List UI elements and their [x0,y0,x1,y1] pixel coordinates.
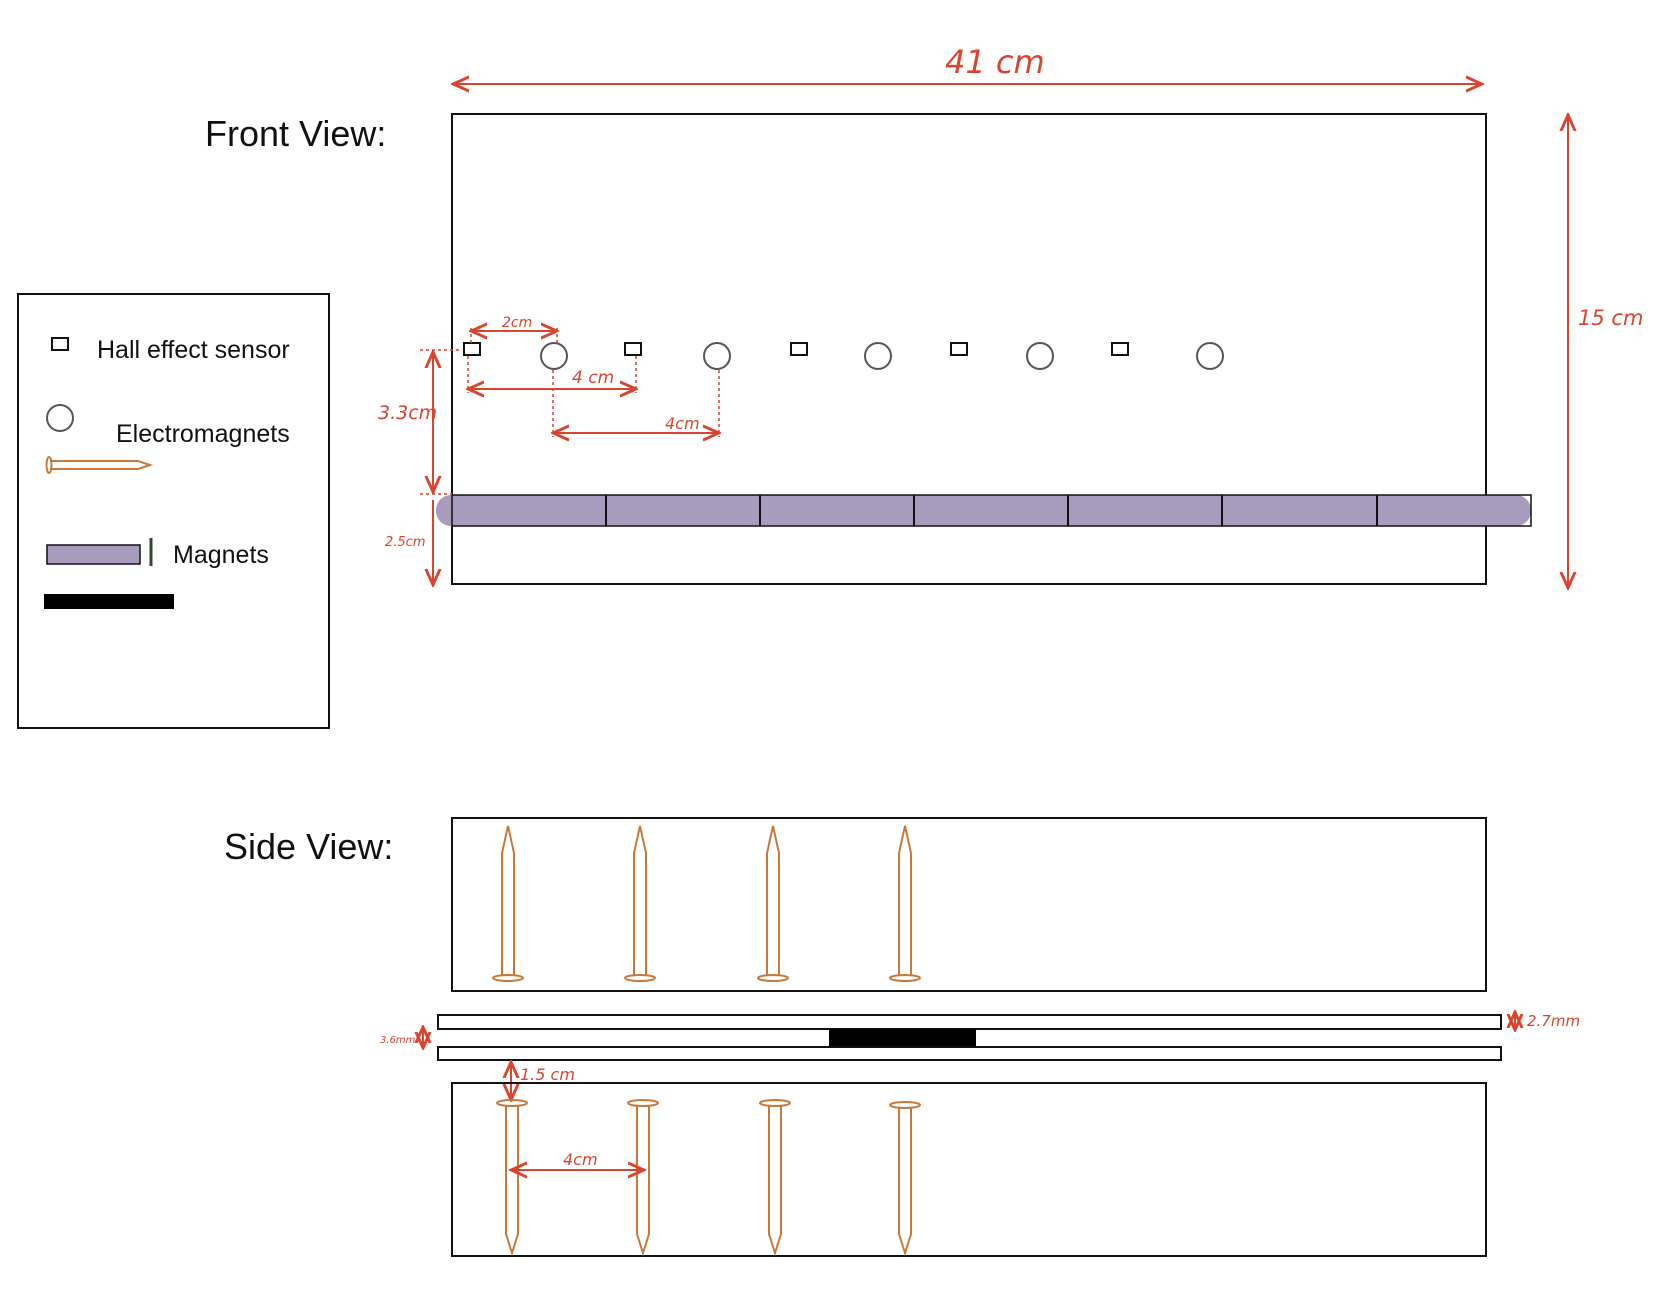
thickness-label-left: 3.6mm [380,1035,416,1046]
nail-icon [757,825,789,982]
width-dimension: 41 cm [453,43,1482,84]
gap-label: 1.5 cm [520,1065,575,1084]
height-label: 15 cm [1578,306,1643,330]
nail-icon [496,1099,528,1257]
nail-icon [624,825,656,982]
sensor-height-label: 3.3cm [378,402,437,424]
legend-box: Hall effect sensor Electromagnets Magnet… [17,293,330,729]
nail-icon [627,1099,659,1257]
legend-electromagnets-label: Electromagnets [116,420,290,448]
front-view-title: Front View: [205,113,386,154]
thickness-dimensions: 2.7mm 3.6mm [380,1012,1580,1048]
hall-sensor-icon [950,342,968,356]
nail-icon [759,1099,791,1257]
electromagnet-icon [1026,342,1054,370]
electromagnet-icon [46,404,74,432]
electromagnet-icon [703,342,731,370]
gap-dimension: 1.5 cm [511,1062,575,1100]
electromagnet-icon [1196,342,1224,370]
width-label: 41 cm [945,43,1045,81]
nail-icon [889,1101,921,1257]
nail-icon [45,456,154,474]
sensor-magnet-spacing-label: 2cm [502,315,532,331]
magnet-track [436,494,1532,527]
electromagnet-icon [864,342,892,370]
nail-spacing-dimension: 4cm [511,1150,644,1170]
nail-icon [492,825,524,982]
redacted-bar [44,594,174,609]
bottom-nails [496,1099,921,1257]
thickness-label-right: 2.7mm [1527,1012,1580,1030]
hall-sensors [463,342,1129,356]
side-view-title: Side View: [224,826,393,867]
sensor-pitch-label: 4 cm [572,368,614,388]
nail-icon [889,825,921,982]
magnet-icon [46,544,141,565]
electromagnet-pitch-dimension: 4cm [553,370,719,437]
front-view-board [451,113,1487,585]
sensor-pitch-dimension: 4 cm [468,356,636,393]
side-view-bottom-plate [451,1082,1487,1257]
lower-strip [437,1046,1502,1061]
electromagnet-pitch-label: 4cm [665,414,700,433]
hall-sensor-icon [51,337,69,351]
legend-hall-sensor-label: Hall effect sensor [97,336,290,364]
legend-magnets-label: Magnets [173,541,269,569]
top-nails [492,825,921,982]
legend-frame [17,293,330,729]
vertical-offset-dimensions: 3.3cm 2.5cm [378,349,462,585]
hall-sensor-icon [624,342,642,356]
side-view-top-plate [451,817,1487,992]
track-height-label: 2.5cm [385,535,426,550]
hall-sensor-icon [463,342,481,356]
electromagnets [540,342,1224,370]
magnet-bar [436,495,1531,526]
magnet-track-outline [451,494,1532,527]
height-dimension: 15 cm [1568,115,1643,588]
electromagnet-icon [540,342,568,370]
magnet-cross-section [829,1029,976,1047]
nail-spacing-label: 4cm [563,1150,598,1169]
hall-sensor-icon [1111,342,1129,356]
upper-strip [437,1014,1502,1030]
hall-sensor-icon [790,342,808,356]
sensor-magnet-spacing-dimension: 2cm [471,315,557,345]
